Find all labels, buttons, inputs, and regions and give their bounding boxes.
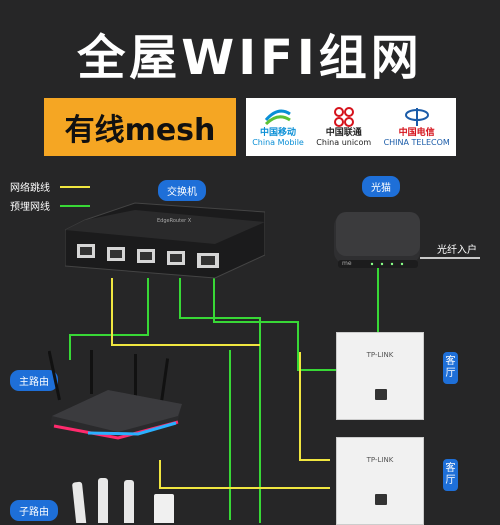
fiber-in-label: 光纤入户	[437, 245, 477, 256]
legend-label: 预埋网线	[10, 202, 50, 213]
main-router-label: 主路由	[10, 370, 58, 391]
isp-name-en: China Mobile	[252, 138, 304, 147]
isp-china-unicom: 中国联通 China unicom	[316, 106, 371, 148]
legend-patch-cable: 网络跳线	[10, 179, 90, 194]
living-room-label-1: 客厅	[443, 352, 458, 384]
isp-name-en: China unicom	[316, 138, 372, 147]
cable-switch-to-sub-router	[179, 278, 261, 523]
mesh-banner: 有线mesh	[44, 98, 236, 156]
cable-panel-patch-2	[159, 460, 330, 489]
ethernet-port-icon	[375, 494, 387, 505]
cable-router-patch	[111, 278, 260, 346]
panel-brand: TP-LINK	[366, 456, 394, 464]
isp-china-telecom: 中国电信 CHINA TELECOM	[384, 106, 450, 148]
isp-name-cn: 中国移动	[260, 128, 297, 138]
isp-name-en: CHINA TELECOM	[383, 138, 450, 147]
main-router-icon	[48, 350, 182, 440]
isp-name-cn: 中国联通	[325, 128, 362, 138]
modem-device-icon: me	[334, 212, 420, 268]
isp-china-mobile: 中国移动 China Mobile	[252, 106, 304, 148]
legend-swatch	[60, 204, 90, 207]
legend-embedded-cable: 预埋网线	[10, 198, 90, 213]
wall-ap-panel-2: TP-LINK	[336, 437, 424, 525]
svg-text:me: me	[342, 260, 352, 267]
wall-ap-panel-1: TP-LINK	[336, 332, 424, 420]
modem-label: 光猫	[362, 176, 400, 197]
switch-brand: EdgeRouter X	[157, 218, 192, 224]
living-room-label-2: 客厅	[443, 459, 458, 491]
sub-router-icon	[72, 478, 174, 523]
page-title: 全屋WIFI组网	[77, 30, 423, 86]
china-unicom-logo-icon	[333, 107, 354, 127]
cable-switch-to-router	[69, 278, 149, 360]
legend-label: 网络跳线	[10, 183, 50, 194]
legend-swatch	[60, 185, 90, 188]
china-telecom-logo-icon	[404, 108, 429, 126]
ethernet-port-icon	[375, 389, 387, 400]
china-mobile-logo-icon	[264, 109, 291, 126]
isp-logos-panel: 中国移动 China Mobile 中国联通 China unicom 中国电信…	[246, 98, 456, 156]
switch-label: 交换机	[158, 180, 206, 201]
panel-brand: TP-LINK	[366, 351, 394, 359]
cable-panel-patch-1	[299, 352, 330, 461]
cable-switch-to-panel-1	[213, 278, 340, 371]
switch-device-icon: EdgeRouter X	[65, 202, 265, 279]
sub-router-label: 子路由	[10, 500, 58, 521]
isp-name-cn: 中国电信	[398, 128, 435, 138]
